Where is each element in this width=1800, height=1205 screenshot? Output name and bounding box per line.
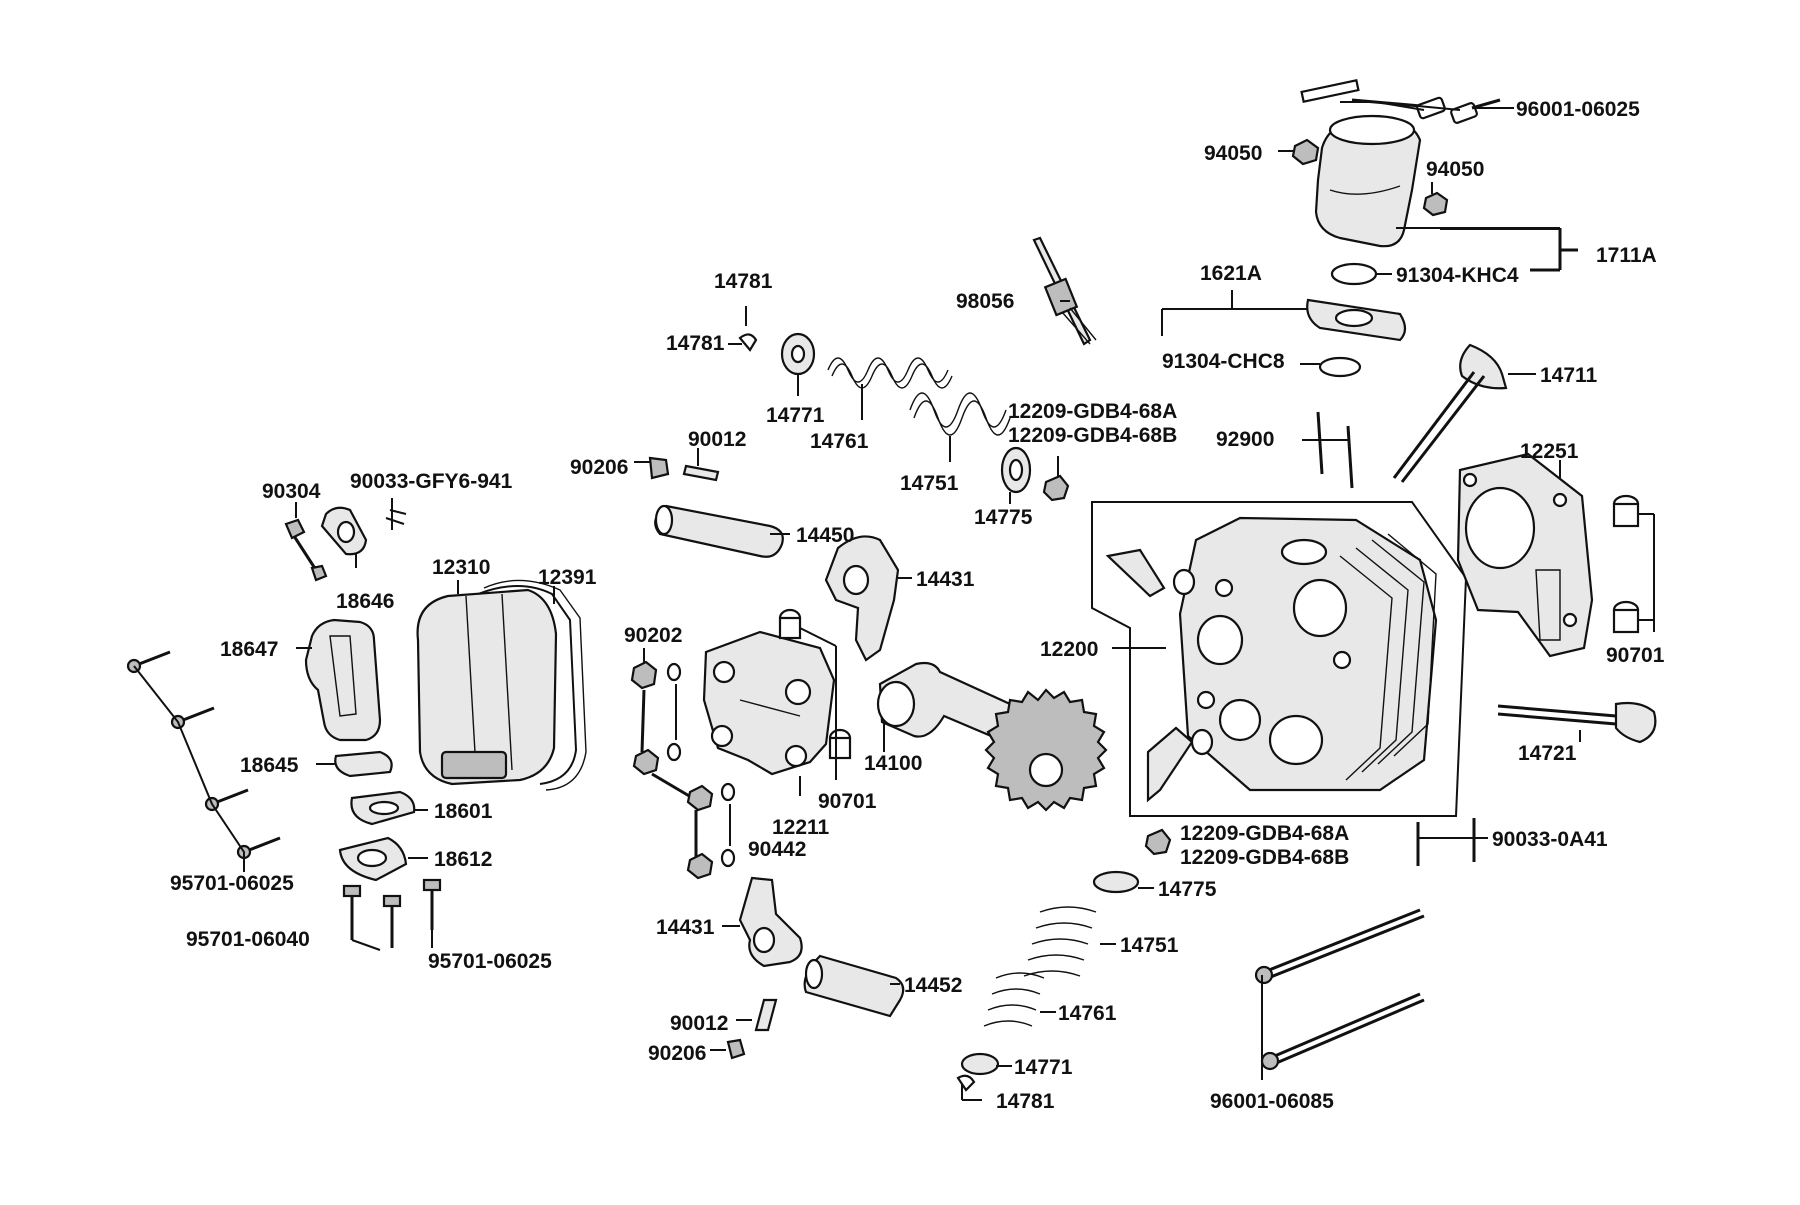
studs-92900 — [1302, 411, 1354, 489]
label-14751-top: 14751 — [900, 472, 959, 495]
label-90202: 90202 — [624, 624, 682, 647]
cover-bolts-left — [126, 650, 281, 872]
label-18601: 18601 — [434, 800, 493, 823]
label-96001-06025: 96001-06025 — [1516, 98, 1640, 121]
label-12251: 12251 — [1520, 440, 1579, 463]
adjuster-screw-bottom — [710, 998, 778, 1060]
label-1711A: 1711A — [1596, 244, 1657, 267]
label-90206-top: 90206 — [570, 456, 628, 479]
cam-sprocket — [984, 688, 1108, 812]
dowel-pins-right — [1612, 494, 1655, 634]
label-12209-bot-b: 12209-GDB4-68B — [1180, 846, 1349, 869]
intake-valve-14721 — [1497, 701, 1657, 744]
breather-bolts — [342, 878, 442, 951]
label-14775-bot: 14775 — [1158, 878, 1217, 901]
label-1621A: 1621A — [1200, 262, 1262, 285]
label-14452: 14452 — [904, 974, 962, 997]
label-90012-bot: 90012 — [670, 1012, 728, 1035]
label-14450: 14450 — [796, 524, 854, 547]
label-14781-b: 14781 — [666, 332, 725, 355]
label-92900: 92900 — [1216, 428, 1274, 451]
cylinder-head — [1091, 501, 1468, 817]
long-bolts-96001-06085 — [1254, 908, 1425, 1080]
o-ring-khc4 — [1330, 262, 1378, 286]
breather-base — [338, 836, 428, 882]
label-96001-06085: 96001-06085 — [1210, 1090, 1334, 1113]
label-98056: 98056 — [956, 290, 1014, 313]
label-14721: 14721 — [1518, 742, 1577, 765]
label-18645: 18645 — [240, 754, 299, 777]
label-94050-b: 94050 — [1426, 158, 1484, 181]
label-14761-bot: 14761 — [1058, 1002, 1117, 1025]
camshaft — [876, 661, 1108, 812]
label-90442: 90442 — [748, 838, 806, 861]
label-91304-khc4: 91304-KHC4 — [1396, 264, 1519, 287]
label-14711: 14711 — [1540, 364, 1598, 387]
label-94050-a: 94050 — [1204, 142, 1262, 165]
label-12209-top-b: 12209-GDB4-68B — [1008, 424, 1177, 447]
label-12391: 12391 — [538, 566, 597, 589]
label-12200: 12200 — [1040, 638, 1098, 661]
rocker-arm-top — [824, 535, 912, 662]
label-14771-bot: 14771 — [1014, 1056, 1073, 1079]
valve-springs-bottom — [956, 870, 1154, 1101]
breather-cap — [350, 790, 428, 826]
adjuster-screw-top — [634, 448, 720, 482]
manifold-bolt-right — [1300, 78, 1501, 124]
label-14761-top: 14761 — [810, 430, 869, 453]
label-12211: 12211 — [772, 816, 830, 839]
label-18612: 18612 — [434, 848, 492, 871]
label-12310: 12310 — [432, 556, 490, 579]
label-90206-bot: 90206 — [648, 1042, 706, 1065]
valve-springs-top — [728, 306, 1032, 504]
label-90304: 90304 — [262, 480, 321, 503]
label-91304-chc8: 91304-CHC8 — [1162, 350, 1285, 373]
label-95701-06025-bot: 95701-06025 — [428, 950, 552, 973]
breather-tube — [296, 618, 393, 778]
label-90701-mid: 90701 — [818, 790, 877, 813]
rocker-holder — [630, 608, 852, 880]
label-14781-bot: 14781 — [996, 1090, 1055, 1113]
rocker-arm-bottom — [722, 876, 803, 968]
label-95701-06040: 95701-06040 — [186, 928, 310, 951]
label-18647: 18647 — [220, 638, 278, 661]
manifold-nut-right — [1422, 191, 1449, 217]
label-12209-bot-a: 12209-GDB4-68A — [1180, 822, 1349, 845]
label-12209-top-a: 12209-GDB4-68A — [1008, 400, 1177, 423]
head-gasket — [1456, 452, 1594, 658]
o-ring-chc8 — [1318, 356, 1362, 378]
label-90033-gfy6-941: 90033-GFY6-941 — [350, 470, 513, 493]
label-90701-right: 90701 — [1606, 644, 1665, 667]
label-14775-top: 14775 — [974, 506, 1033, 529]
breather-plate — [284, 498, 407, 582]
exhaust-valve-14711 — [1392, 343, 1536, 483]
head-cover — [416, 579, 587, 791]
intake-manifold-group — [1161, 78, 1578, 378]
label-14751-bot: 14751 — [1120, 934, 1179, 957]
label-14431-top: 14431 — [916, 568, 975, 591]
label-14781-a: 14781 — [714, 270, 773, 293]
label-14100: 14100 — [864, 752, 922, 775]
label-90033-0a41: 90033-0A41 — [1492, 828, 1608, 851]
label-14771-top: 14771 — [766, 404, 825, 427]
label-18646: 18646 — [336, 590, 394, 613]
manifold-nut-left — [1291, 138, 1320, 166]
rocker-shaft-bottom — [803, 954, 905, 1018]
label-90012-top: 90012 — [688, 428, 746, 451]
rocker-shaft-top — [654, 504, 790, 558]
label-95701-06025-left: 95701-06025 — [170, 872, 294, 895]
label-14431-bot: 14431 — [656, 916, 715, 939]
studs-90033-0a41 — [1416, 818, 1488, 866]
valve-keepers-12209 — [1042, 456, 1172, 856]
spark-plug — [1032, 236, 1097, 346]
